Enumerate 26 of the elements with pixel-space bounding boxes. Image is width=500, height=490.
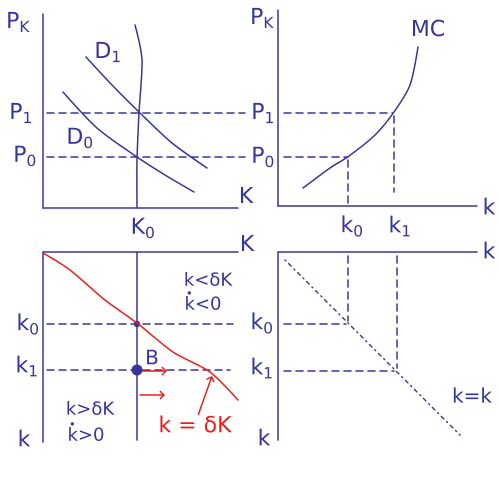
curve-label: MC xyxy=(413,20,444,36)
curve-label: D$_{0}$ xyxy=(68,128,92,148)
curve-label: D$_{1}$ xyxy=(96,42,120,62)
tick-label: P$_{1}$ xyxy=(253,102,273,124)
axis-label: k xyxy=(260,428,270,446)
axis-label: K xyxy=(242,234,255,252)
region-label: k>0 xyxy=(69,427,104,441)
leader-arrow xyxy=(198,376,215,416)
axis-label: k xyxy=(20,430,30,446)
axis-label: K xyxy=(240,186,254,204)
steady-state-line xyxy=(42,252,239,401)
region-label: k<0 xyxy=(186,296,220,310)
curve-label: k=k xyxy=(454,387,492,403)
axis-label: k xyxy=(484,198,496,214)
point-label: B xyxy=(147,350,158,364)
tick-label: P$_{0}$ xyxy=(15,146,36,166)
region-label: k>δK xyxy=(67,401,115,415)
axis-label: P$_{K}$ xyxy=(252,8,274,28)
tick-label: P$_{0}$ xyxy=(253,146,274,168)
axis-label: P$_{K}$ xyxy=(8,12,30,32)
region-label: k<δK xyxy=(185,272,233,286)
curve-label: k = δK xyxy=(160,416,232,433)
axis-label: k xyxy=(484,242,496,258)
tick-label: k$_{1}$ xyxy=(390,216,410,236)
tick-label: P$_{1}$ xyxy=(11,102,31,124)
tick-label: k$_{0}$ xyxy=(342,215,362,237)
